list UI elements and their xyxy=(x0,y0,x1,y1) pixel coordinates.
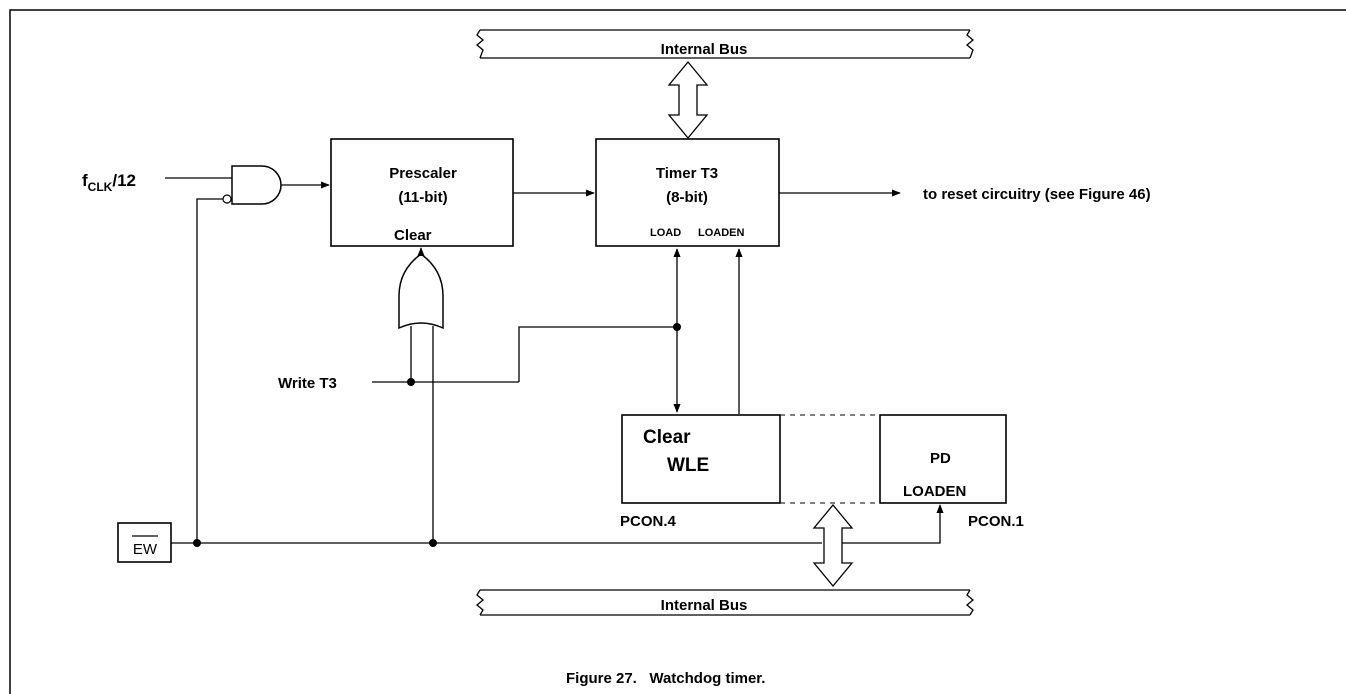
timer-title: Timer T3 xyxy=(656,165,718,182)
ew-junction-and xyxy=(193,539,201,547)
ew-label: EW xyxy=(133,541,158,558)
internal-bus-bottom-label: Internal Bus xyxy=(661,597,748,614)
prescaler-title: Prescaler xyxy=(389,165,457,182)
or-gate xyxy=(398,253,444,330)
ew-pin: EW xyxy=(117,522,172,563)
ew-junction-or xyxy=(429,539,437,547)
bus-transfer-arrow-bottom xyxy=(812,503,854,588)
output-label: to reset circuitry (see Figure 46) xyxy=(923,186,1151,203)
clock-input-label: fCLK/12 xyxy=(82,171,136,194)
internal-bus-top-label: Internal Bus xyxy=(661,41,748,58)
and-gate-inverter-bubble xyxy=(222,194,232,204)
write-t3-label: Write T3 xyxy=(278,375,337,392)
wle-clear-label: Clear xyxy=(643,427,691,448)
pd-loaden-label: LOADEN xyxy=(903,483,966,500)
bus-transfer-arrow-top xyxy=(667,60,709,140)
timer-loaden-label: LOADEN xyxy=(698,227,745,239)
wle-name: WLE xyxy=(667,455,709,476)
figure-caption: Figure 27. Watchdog timer. xyxy=(566,670,765,687)
pd-register: PD LOADEN PCON.1 xyxy=(879,414,1024,530)
and-gate xyxy=(222,165,282,205)
pd-name: PD xyxy=(930,450,951,467)
timer-t3-block: Timer T3 (8-bit) LOAD LOADEN xyxy=(595,138,780,247)
timer-size: (8-bit) xyxy=(666,189,708,206)
write-t3-junction xyxy=(407,378,415,386)
figure-frame xyxy=(9,9,1346,694)
timer-load-label: LOAD xyxy=(650,227,681,239)
wle-register-name: PCON.4 xyxy=(620,513,677,530)
internal-bus-bottom: Internal Bus xyxy=(475,589,975,616)
prescaler-clear-label: Clear xyxy=(394,227,432,244)
pd-register-name: PCON.1 xyxy=(968,513,1024,530)
internal-bus-top: Internal Bus xyxy=(475,29,975,59)
wle-register: Clear WLE PCON.4 xyxy=(620,414,781,530)
prescaler-size: (11-bit) xyxy=(398,189,447,206)
prescaler-block: Prescaler (11-bit) Clear xyxy=(330,138,514,247)
svg-text:fCLK/12: fCLK/12 xyxy=(82,171,136,194)
